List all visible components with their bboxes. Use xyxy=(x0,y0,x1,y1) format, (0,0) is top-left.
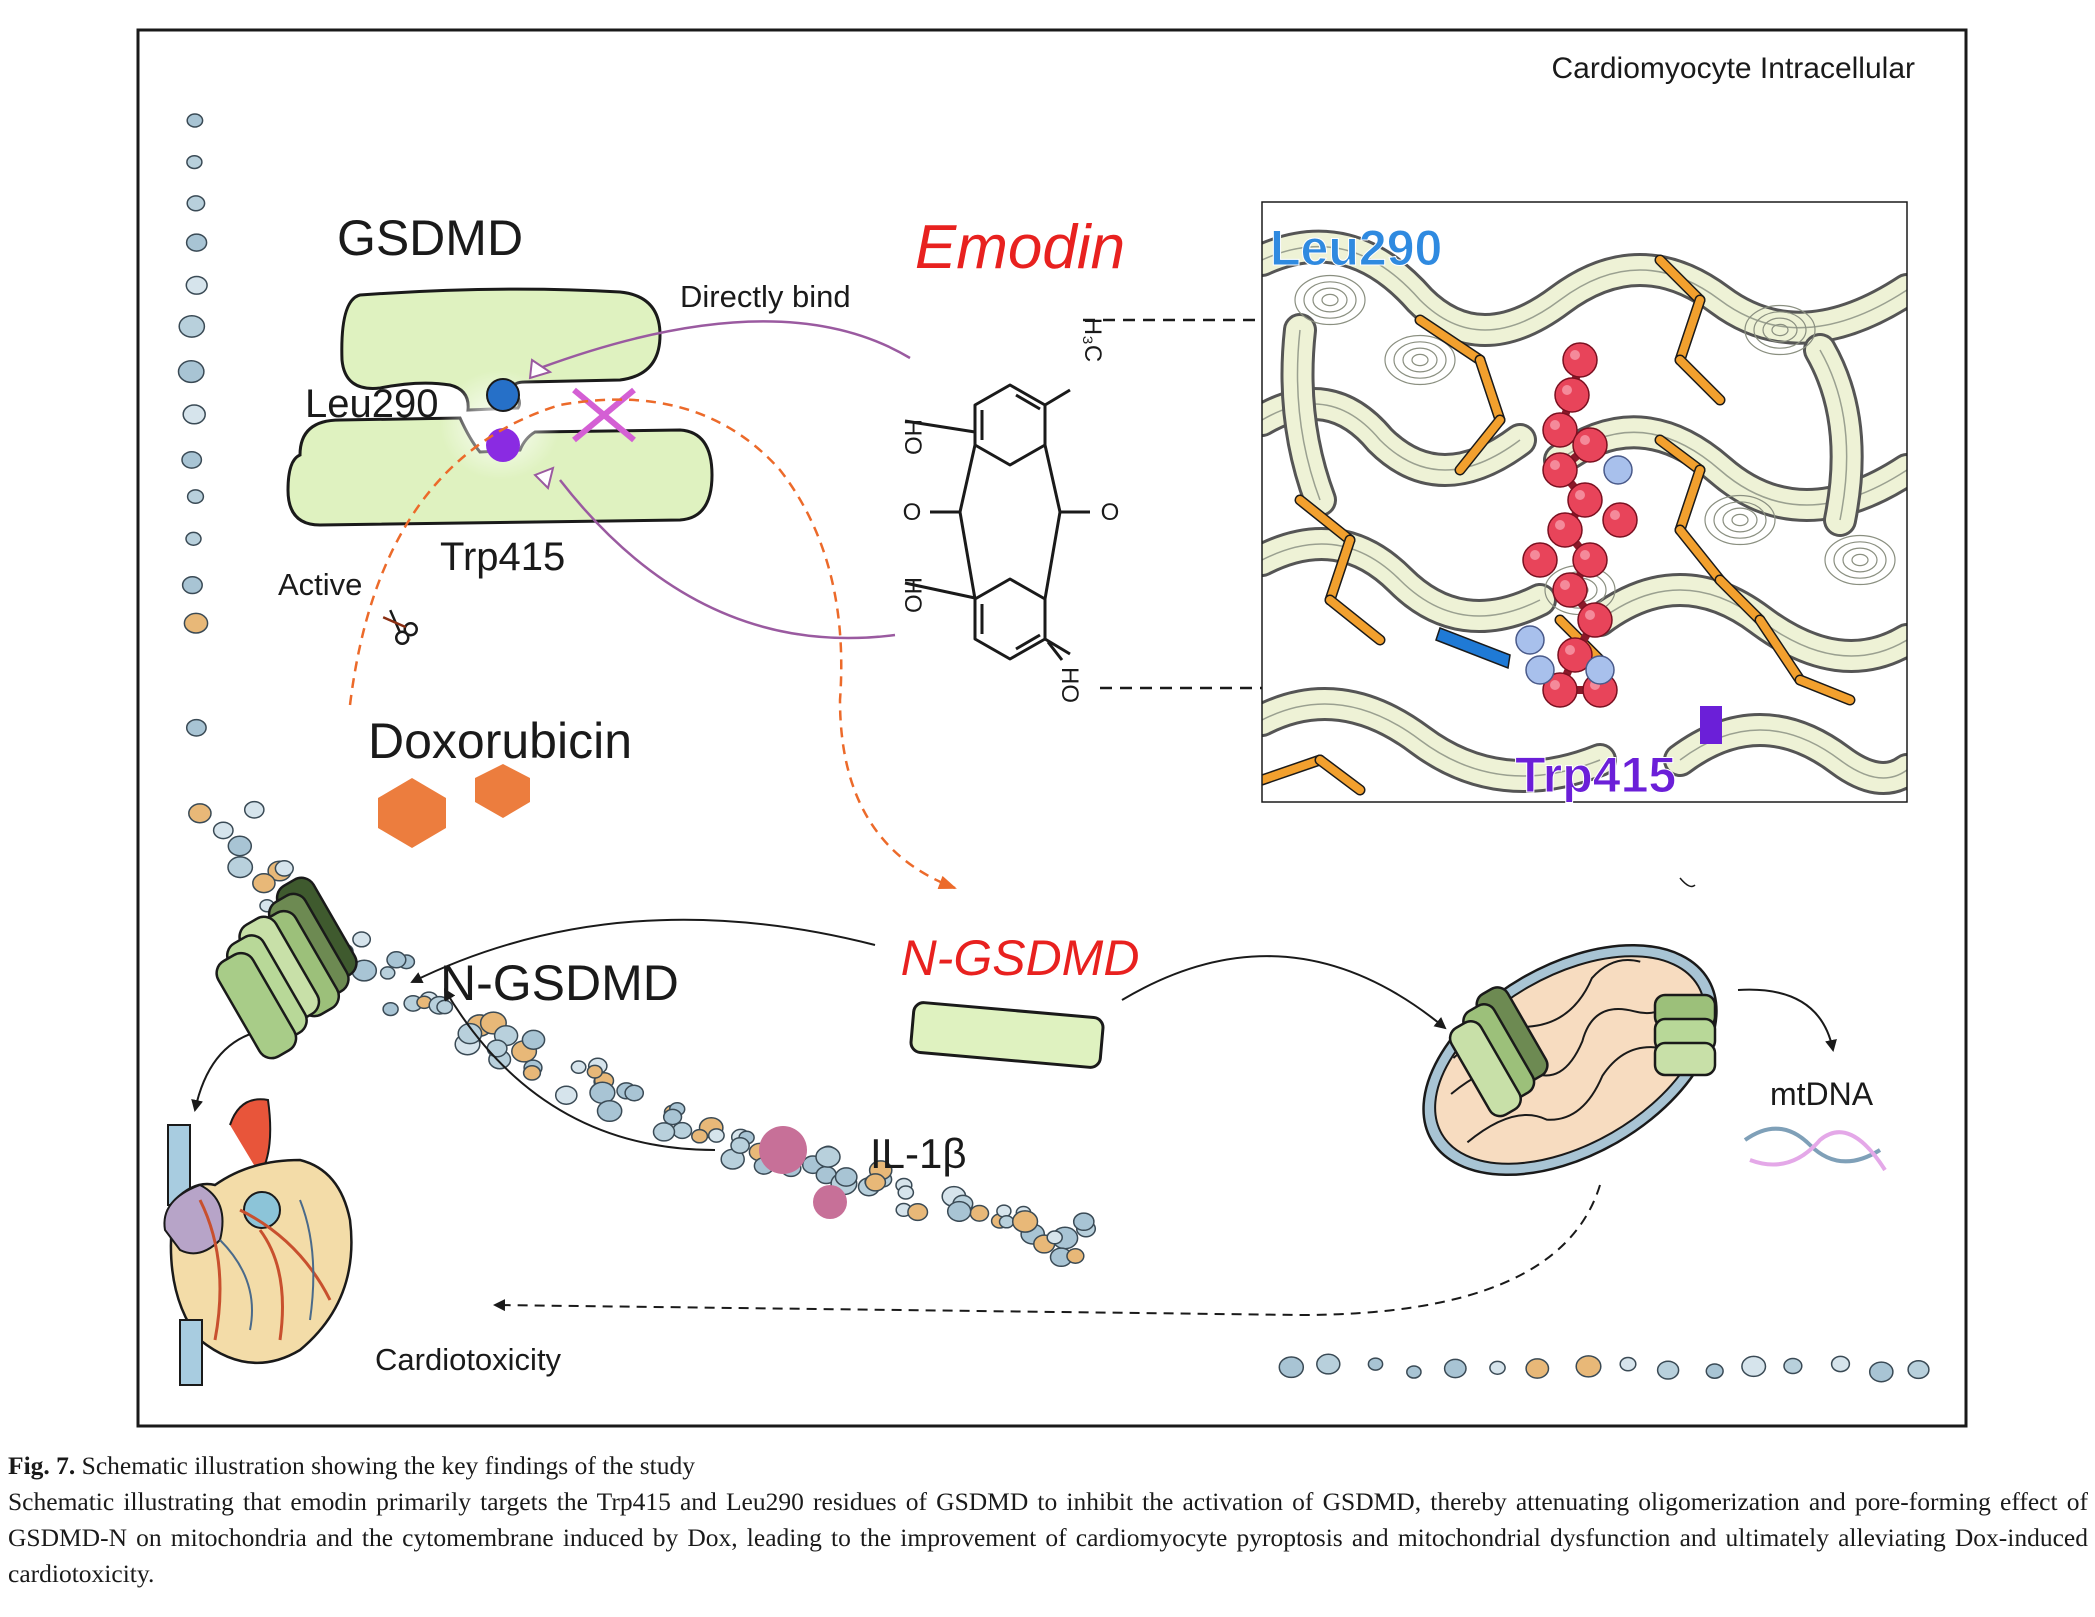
emodin-carbonyl-2: O xyxy=(1101,499,1120,526)
trp415-label: Trp415 xyxy=(440,535,565,579)
il1b-label: IL-1β xyxy=(870,1130,967,1177)
membrane-pore xyxy=(215,876,358,1060)
trp415-marker xyxy=(486,428,520,462)
bind-arrow-top xyxy=(539,320,911,370)
directly-bind-label: Directly bind xyxy=(680,279,851,314)
n-gsdmd-red-label: N-GSDMD xyxy=(901,930,1140,986)
dox-activation-path xyxy=(348,398,957,890)
caption-title-line: Fig. 7. Schematic illustration showing t… xyxy=(8,1448,2088,1484)
gsdmd-title: GSDMD xyxy=(337,210,523,266)
arrow-to-mitochondria xyxy=(1121,955,1447,1030)
caption-figure-number: Fig. 7. xyxy=(8,1451,76,1480)
arrow-to-membrane-pore xyxy=(410,918,876,983)
arrow-mito-to-heart xyxy=(493,1184,1601,1317)
arrow-mtdna-release xyxy=(1737,988,1837,1052)
figure-caption: Fig. 7. Schematic illustration showing t… xyxy=(8,1448,2088,1592)
trp415-stick-highlight xyxy=(1700,706,1722,744)
il1b-small xyxy=(813,1185,847,1219)
emodin-carbonyl-1: O xyxy=(903,499,922,526)
inhibition-cross xyxy=(572,387,636,443)
n-gsdmd-black-label: N-GSDMD xyxy=(440,955,679,1011)
emodin-hydroxyl-2: HO xyxy=(899,577,926,613)
scissors-icon xyxy=(382,609,418,645)
emodin-fused-rings xyxy=(930,375,1100,685)
dox-hexagon-small xyxy=(475,764,530,818)
dox-hexagon-large xyxy=(378,778,446,848)
active-label: Active xyxy=(278,567,362,602)
docking-panel xyxy=(1262,202,1907,802)
mtdna-strand-1 xyxy=(1743,1126,1882,1164)
emodin-methyl-label: H₃C xyxy=(1079,318,1106,362)
bind-arrow-bottom-head xyxy=(533,466,555,490)
docking-leu290-label: Leu290 xyxy=(1270,220,1442,276)
binding-pocket-glow xyxy=(440,370,560,480)
il1b-large xyxy=(759,1126,807,1174)
cell-membrane xyxy=(177,113,1930,1383)
caption-body: Schematic illustrating that emodin prima… xyxy=(8,1487,2088,1588)
doxorubicin-label: Doxorubicin xyxy=(368,713,632,769)
small-curl xyxy=(1679,877,1696,888)
mtdna-strand-2 xyxy=(1749,1130,1887,1172)
n-gsdmd-fragment xyxy=(909,1001,1105,1069)
mito-pore-right xyxy=(1653,993,1717,1077)
cell-context-label: Cardiomyocyte Intracellular xyxy=(1552,52,1915,85)
figure-canvas: Cardiomyocyte Intracellular GSDMD Leu290… xyxy=(136,28,1968,1428)
cardiotoxicity-label: Cardiotoxicity xyxy=(375,1342,562,1377)
bind-arrow-top-head xyxy=(528,358,553,380)
bind-arrow-bottom xyxy=(559,479,896,640)
emodin-hydroxyl-3: HO xyxy=(1056,667,1083,703)
mito-pore-left xyxy=(1448,986,1549,1118)
docking-trp415-label: Trp415 xyxy=(1515,747,1676,803)
docking-frame xyxy=(1261,201,1908,803)
caption-title: Schematic illustration showing the key f… xyxy=(81,1451,696,1480)
leu290-label: Leu290 xyxy=(305,382,438,426)
mtdna-label: mtDNA xyxy=(1770,1076,1874,1112)
leu290-marker xyxy=(486,378,520,412)
heart-icon xyxy=(163,1098,353,1386)
leu290-stick-highlight xyxy=(1435,627,1511,670)
gsdmd-protein xyxy=(286,287,714,527)
emodin-title: Emodin xyxy=(915,213,1125,282)
arrow-il1b-release xyxy=(443,988,716,1151)
